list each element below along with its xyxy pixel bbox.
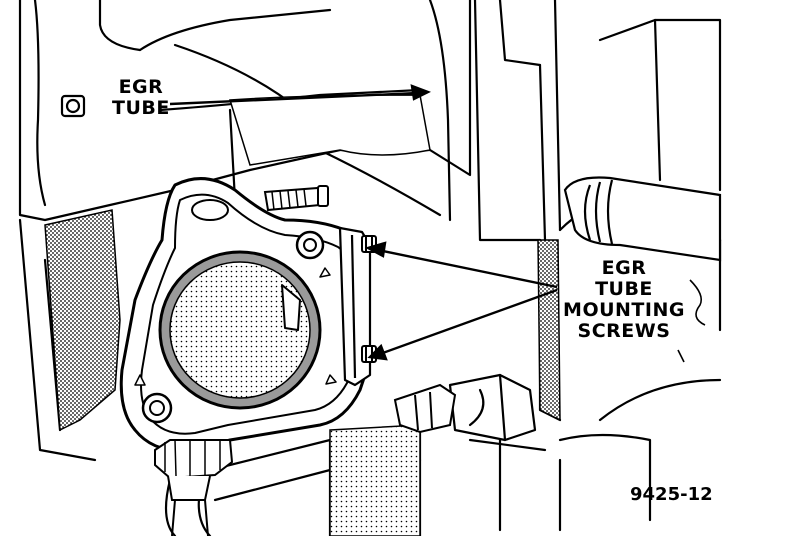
egr-tube-label-line2: TUBE (112, 97, 170, 119)
figure-id: 9425-12 (630, 484, 713, 505)
stud (263, 185, 329, 212)
mounting-screws-label-line3: MOUNTING (563, 299, 685, 321)
leader-lines (169, 84, 558, 361)
egr-tube-label: EGR TUBE (112, 77, 170, 119)
bottom-fitting (154, 439, 234, 536)
mounting-screws-label: EGR TUBE MOUNTING SCREWS (560, 258, 688, 342)
engine-background (18, 0, 722, 536)
hose-clamp (393, 383, 457, 434)
egr-tube-flange (119, 177, 372, 453)
mounting-screws-label-line1: EGR (601, 257, 647, 279)
mounting-screws-label-line4: SCREWS (577, 320, 671, 342)
wire-right (677, 279, 706, 363)
shaded-regions (44, 94, 561, 536)
hose-right (563, 176, 722, 262)
egr-tube-label-line1: EGR (118, 76, 164, 98)
mounting-screws-label-line2: TUBE (595, 278, 653, 300)
